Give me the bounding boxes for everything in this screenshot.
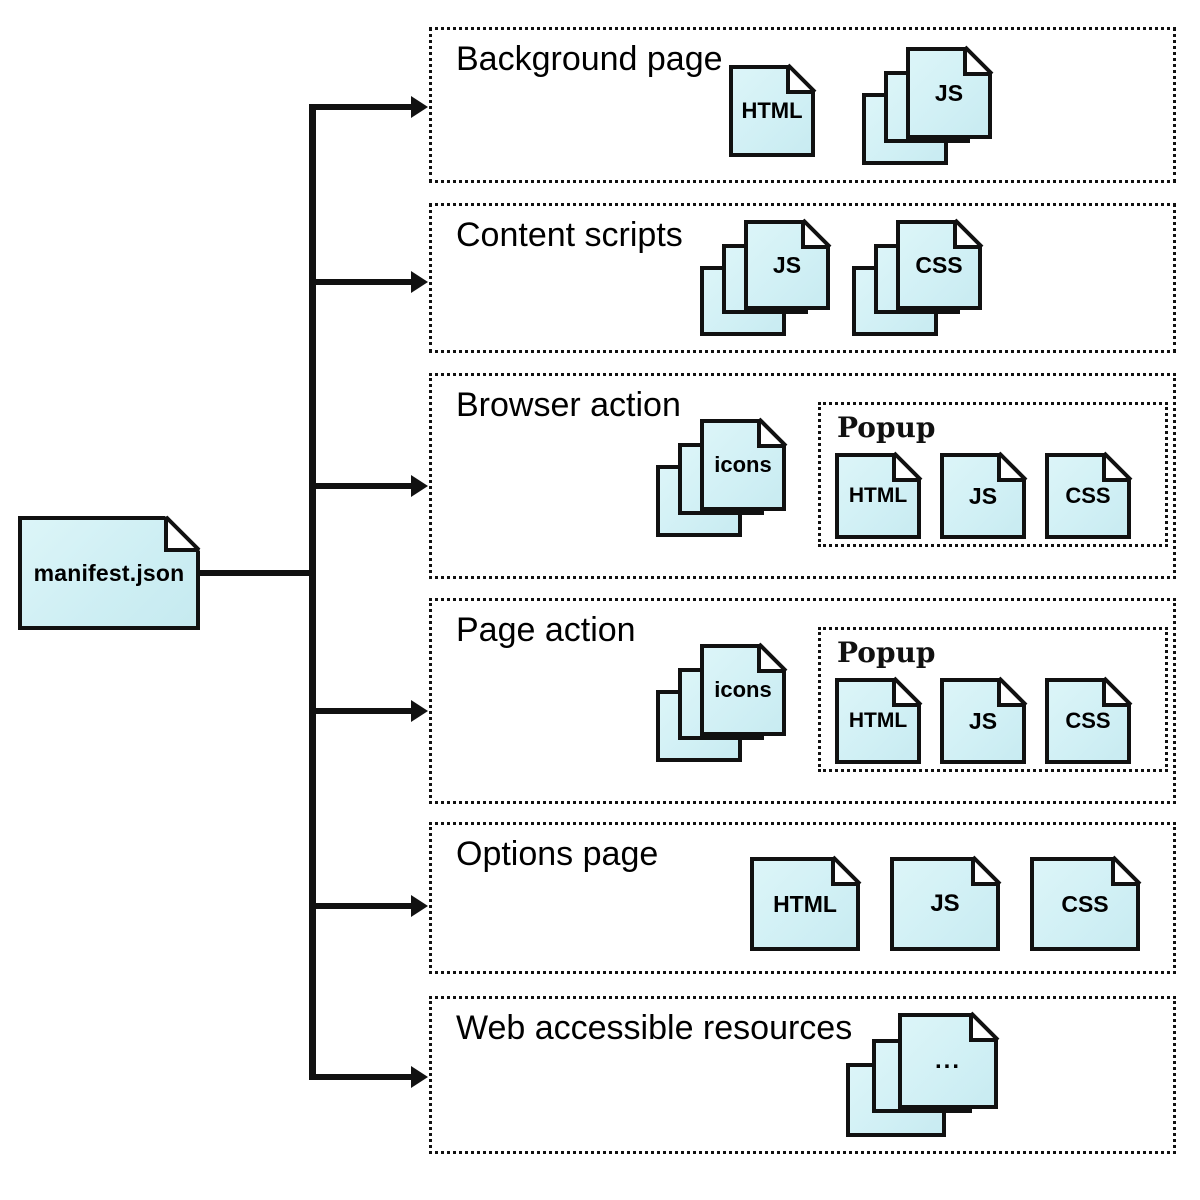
file-label: HTML xyxy=(848,709,908,732)
file-fold-line xyxy=(997,451,1028,482)
popup-box-page-action[interactable]: Popup HTML JS xyxy=(818,627,1168,772)
file-label: HTML xyxy=(741,98,803,123)
file-label: CSS xyxy=(915,251,963,278)
file-fold-line xyxy=(1102,676,1133,707)
file-fold-line xyxy=(997,676,1028,707)
arrow-background-page xyxy=(411,96,428,118)
file-icon-html[interactable]: HTML xyxy=(835,451,923,539)
file-stack-resources[interactable]: ... xyxy=(846,1011,1000,1145)
connector-branch-page-action xyxy=(309,708,415,714)
connector-branch-options-page xyxy=(309,903,415,909)
file-fold-line xyxy=(963,45,994,76)
file-icon-icons[interactable]: icons xyxy=(700,417,788,511)
file-label: CSS xyxy=(1065,483,1111,508)
file-icon-js[interactable]: JS xyxy=(890,855,1002,951)
connector-branch-content-scripts xyxy=(309,279,415,285)
file-label: JS xyxy=(968,482,998,509)
manifest-json-fold-line xyxy=(164,515,201,552)
section-web-accessible-resources[interactable]: Web accessible resources ... xyxy=(429,996,1176,1154)
manifest-json-label: manifest.json xyxy=(33,559,185,586)
file-icon-js[interactable]: JS xyxy=(940,676,1028,764)
popup-title: Popup xyxy=(837,636,936,669)
file-sheet xyxy=(729,65,815,157)
file-fold-line xyxy=(953,218,984,249)
file-fold-line xyxy=(757,417,788,448)
file-fold-line xyxy=(969,1011,1000,1042)
file-icon-html[interactable]: HTML xyxy=(750,855,862,951)
file-icon-ellipsis[interactable]: ... xyxy=(898,1011,1000,1109)
file-label: CSS xyxy=(1061,890,1109,917)
file-label: CSS xyxy=(1065,708,1111,733)
file-stack-js[interactable]: JS xyxy=(862,45,994,175)
arrow-page-action xyxy=(411,700,428,722)
section-browser-action[interactable]: Browser action icons Popup xyxy=(429,373,1176,579)
file-label: icons xyxy=(714,677,772,702)
file-icon-html[interactable]: HTML xyxy=(729,63,817,157)
file-fold-line xyxy=(831,855,862,886)
file-label: ... xyxy=(934,1047,961,1074)
arrow-content-scripts xyxy=(411,271,428,293)
file-icon-css[interactable]: CSS xyxy=(1045,451,1133,539)
arrow-options-page xyxy=(411,895,428,917)
file-stack-icons[interactable]: icons xyxy=(656,417,788,547)
file-icon-js[interactable]: JS xyxy=(940,451,1028,539)
section-title-web-accessible-resources: Web accessible resources xyxy=(456,1009,853,1047)
file-label: JS xyxy=(772,251,802,278)
file-fold-line xyxy=(1111,855,1142,886)
connector-branch-browser-action xyxy=(309,483,415,489)
section-page-action[interactable]: Page action icons Popup xyxy=(429,598,1176,804)
file-fold-line xyxy=(892,451,923,482)
file-sheet xyxy=(1045,453,1131,539)
file-sheet xyxy=(835,678,921,764)
file-icon-css[interactable]: CSS xyxy=(1030,855,1142,951)
section-background-page[interactable]: Background page HTML JS xyxy=(429,27,1176,183)
file-fold-line xyxy=(801,218,832,249)
file-stack-icons[interactable]: icons xyxy=(656,642,788,772)
file-label: JS xyxy=(930,890,960,917)
file-icon-html[interactable]: HTML xyxy=(835,676,923,764)
arrow-web-accessible-resources xyxy=(411,1066,428,1088)
file-label: icons xyxy=(714,452,772,477)
file-stack-js[interactable]: JS xyxy=(700,218,832,346)
file-fold-line xyxy=(892,676,923,707)
file-fold-line xyxy=(757,642,788,673)
section-title-browser-action: Browser action xyxy=(456,386,681,424)
section-title-content-scripts: Content scripts xyxy=(456,216,683,254)
section-title-options-page: Options page xyxy=(456,835,659,873)
file-fold-line xyxy=(971,855,1002,886)
file-stack-css[interactable]: CSS xyxy=(852,218,984,346)
connector-branch-background-page xyxy=(309,104,415,110)
file-icon-icons[interactable]: icons xyxy=(700,642,788,736)
file-fold-line xyxy=(1102,451,1133,482)
arrow-browser-action xyxy=(411,475,428,497)
file-icon-js[interactable]: JS xyxy=(744,218,832,310)
file-label: HTML xyxy=(773,890,837,917)
file-icon-css[interactable]: CSS xyxy=(1045,676,1133,764)
file-label: HTML xyxy=(848,484,908,507)
file-icon-css[interactable]: CSS xyxy=(896,218,984,310)
file-icon-js[interactable]: JS xyxy=(906,45,994,139)
popup-title: Popup xyxy=(837,411,936,444)
connector-branch-web-accessible-resources xyxy=(309,1074,415,1080)
section-options-page[interactable]: Options page HTML JS xyxy=(429,822,1176,974)
manifest-json-node[interactable]: manifest.json xyxy=(18,515,201,630)
section-title-background-page: Background page xyxy=(456,40,723,78)
connector-trunk-vertical xyxy=(309,104,316,1080)
section-content-scripts[interactable]: Content scripts JS xyxy=(429,203,1176,353)
file-label: JS xyxy=(968,707,998,734)
section-title-page-action: Page action xyxy=(456,611,636,649)
file-label: JS xyxy=(934,79,964,106)
popup-box-browser-action[interactable]: Popup HTML JS xyxy=(818,402,1168,547)
file-fold-line xyxy=(786,63,817,94)
connector-root-stem xyxy=(196,570,314,576)
